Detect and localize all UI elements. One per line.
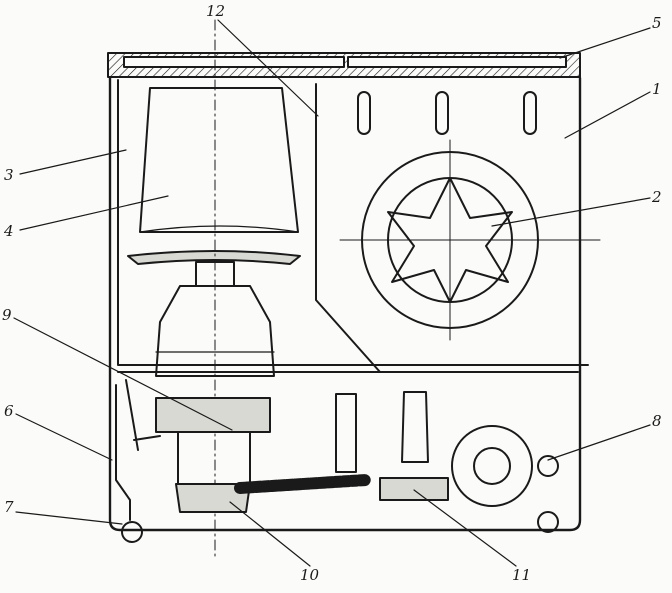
- leader-2: [491, 197, 651, 227]
- drive-motor: [451, 425, 533, 507]
- spin-basket: [139, 87, 299, 233]
- leader-4: [19, 195, 169, 231]
- lid-window-right: [347, 56, 567, 68]
- callout-6: 6: [4, 402, 14, 420]
- hose-neck: [335, 393, 357, 473]
- motor-pulley: [537, 455, 559, 477]
- pump-base: [379, 477, 449, 501]
- left-wheel: [121, 521, 143, 543]
- gearbox-lower: [177, 431, 251, 485]
- leader-6: [15, 413, 113, 461]
- pump-column: [401, 391, 429, 463]
- callout-10: 10: [300, 566, 320, 584]
- lid-window-left: [123, 56, 345, 68]
- basket-water: [139, 225, 299, 233]
- leader-1: [564, 91, 651, 139]
- motor-housing: [155, 285, 275, 377]
- leader-7: [15, 511, 123, 525]
- slot-2: [435, 91, 449, 135]
- callout-3: 3: [4, 166, 14, 184]
- callout-5: 5: [652, 14, 662, 32]
- drive-motor-core: [473, 447, 511, 485]
- leader-11: [413, 489, 517, 567]
- slot-1: [357, 91, 371, 135]
- leader-3: [19, 149, 127, 175]
- basket-base: [127, 250, 301, 265]
- leader-10: [229, 501, 311, 567]
- gearbox: [155, 397, 271, 433]
- leader-9: [13, 317, 233, 431]
- leader-5: [559, 27, 651, 59]
- leader-12: [217, 19, 319, 117]
- callout-4: 4: [4, 222, 14, 240]
- drain-hose: [234, 474, 372, 494]
- drive-flange: [175, 483, 251, 513]
- callout-2: 2: [652, 188, 662, 206]
- right-wheel: [537, 511, 559, 533]
- partition: [315, 83, 381, 373]
- left-bracket: [115, 384, 131, 521]
- slot-3: [523, 91, 537, 135]
- housing: [108, 76, 582, 532]
- callout-8: 8: [652, 412, 662, 430]
- callout-11: 11: [512, 566, 532, 584]
- callout-7: 7: [4, 498, 14, 516]
- lever: [125, 379, 161, 451]
- tub-wall: [117, 79, 589, 366]
- leader-8: [547, 424, 651, 461]
- callout-1: 1: [652, 80, 662, 98]
- callout-9: 9: [2, 306, 12, 324]
- callout-12: 12: [206, 2, 226, 20]
